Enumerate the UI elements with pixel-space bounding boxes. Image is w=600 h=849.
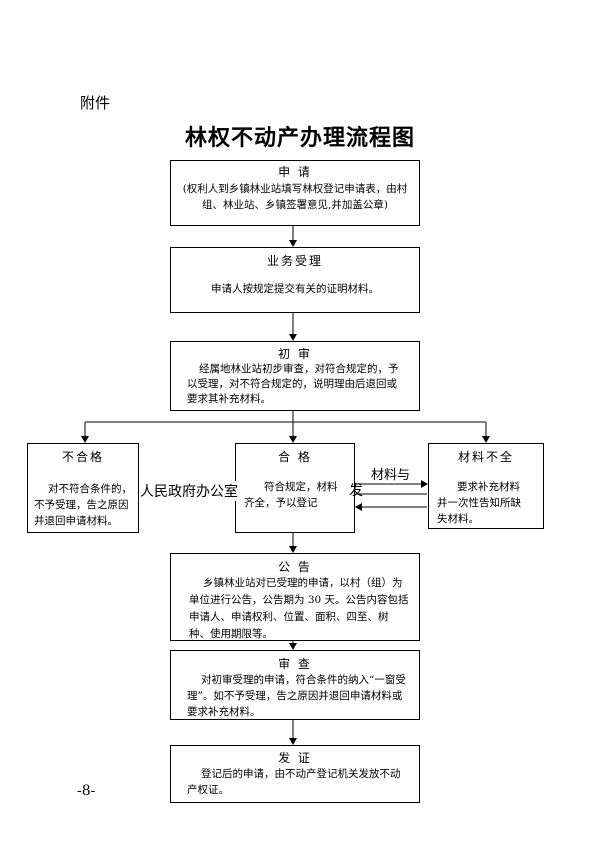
step-issue-body: 登记后的申请，由不动产登记机关发放不动产权证。 [187, 768, 401, 796]
step-qualified-body: 符合规定，材料齐全，予以登记 [244, 481, 338, 509]
step-issue-title: 发 证 [278, 751, 312, 765]
step-apply-title: 申 请 [278, 165, 312, 179]
step-incomplete-line: 要求补充材料 [457, 481, 520, 493]
step-initial-review-box: 初 审 经属地林业站初步审查，对符合规定的，予以受理，对不符合规定的，说明理由后… [170, 341, 420, 411]
step-notice-box: 公 告 乡镇林业站对已受理的申请，以村（组）为单位进行公告，公告期为 30 天。… [170, 553, 420, 641]
step-incomplete-box: 材料不全 要求补充材料 并一次性告知所缺 失材料。 [428, 443, 544, 529]
step-reject-title: 不合格 [61, 450, 104, 464]
step-qualified-box: 合 格 符合规定，材料齐全，予以登记 [235, 443, 355, 533]
page-title: 林权不动产办理流程图 [184, 126, 415, 151]
step-reject-line: 并退回申请材料。 [34, 515, 118, 527]
step-reject-line: 不予受理，告之原因 [34, 499, 129, 511]
step-apply-box: 申 请 (权利人到乡镇林业站填写林权登记申请表，由村组、林业站、乡镇签署意见,并… [170, 160, 420, 226]
step-accept-box: 业务受理 申请人按规定提交有关的证明材料。 [170, 247, 420, 313]
stamp-top-text: 材料与 [371, 468, 411, 483]
step-issue-box: 发 证 登记后的申请，由不动产登记机关发放不动产权证。 [170, 745, 420, 803]
step-notice-body: 乡镇林业站对已受理的申请，以村（组）为单位进行公告，公告期为 30 天。公告内容… [189, 577, 409, 640]
page-number: -8- [77, 783, 96, 799]
step-notice-title: 公 告 [278, 560, 312, 574]
step-reject-box: 不合格 对不符合条件的， 不予受理，告之原因 并退回申请材料。 [27, 443, 139, 533]
step-examine-body: 对初审受理的申请，符合条件的纳入“一窗受理”。如不予受理，告之原因并退回申请材料… [187, 674, 406, 718]
step-examine-box: 审 查 对初审受理的申请，符合条件的纳入“一窗受理”。如不予受理，告之原因并退回… [170, 650, 420, 720]
step-reject-line: 对不符合条件的， [48, 483, 132, 495]
step-accept-title: 业务受理 [266, 254, 323, 268]
step-incomplete-line: 失材料。 [437, 513, 479, 525]
step-accept-body: 申请人按规定提交有关的证明材料。 [211, 283, 379, 295]
step-initial-review-body: 经属地林业站初步审查，对符合规定的，予以受理，对不符合规定的，说明理由后退回或要… [187, 363, 399, 405]
stamp-tail-text: 发 [349, 483, 363, 499]
step-incomplete-body: 要求补充材料 并一次性告知所缺 失材料。 [429, 479, 543, 527]
step-initial-review-title: 初 审 [278, 347, 312, 361]
step-qualified-title: 合 格 [278, 450, 312, 464]
attachment-label: 附件 [80, 94, 111, 112]
step-reject-body: 对不符合条件的， 不予受理，告之原因 并退回申请材料。 [28, 481, 138, 529]
step-apply-body: (权利人到乡镇林业站填写林权登记申请表，由村组、林业站、乡镇签署意见,并加盖公章… [182, 183, 408, 211]
step-incomplete-title: 材料不全 [457, 450, 514, 464]
stamp-office-text: 人民政府办公室 [139, 481, 239, 501]
step-incomplete-line: 并一次性告知所缺 [437, 497, 521, 509]
step-examine-title: 审 查 [278, 657, 312, 671]
